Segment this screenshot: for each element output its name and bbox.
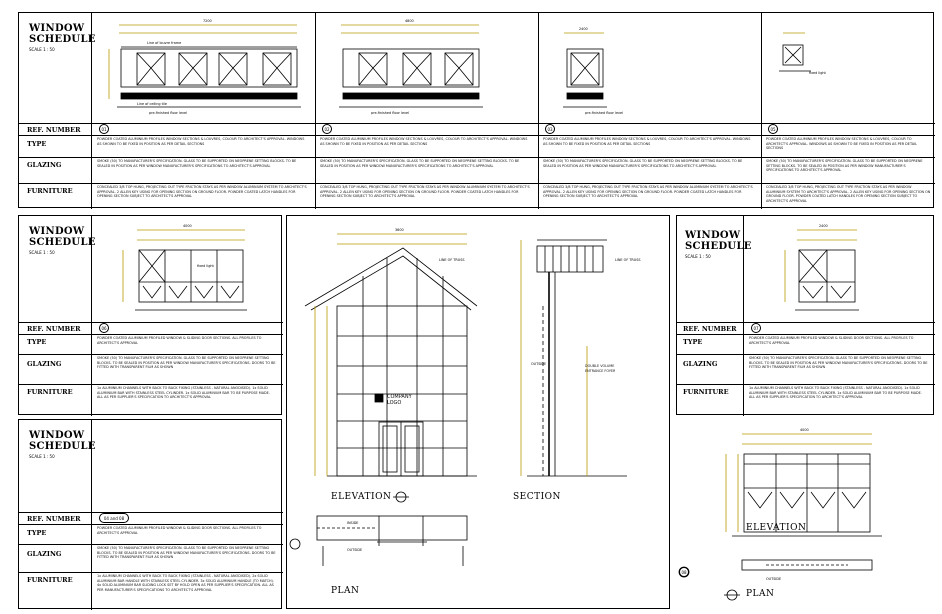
spec-text: CONCEALED 3/8 TOP HUNG, PROJECTING OUT T…	[543, 185, 753, 199]
row-label-type: TYPE	[27, 529, 47, 537]
plan-label: PLAN	[331, 586, 360, 596]
note-text: Line of ceiling tile	[137, 102, 167, 106]
spec-text: 1x ALUMINIUM CHANNELS WITH BACK TO BACK …	[749, 386, 922, 400]
spec-text: SMOKE (50) TO MANUFACTURER'S SPECIFICATI…	[766, 159, 923, 173]
entrance-drawing-panel: 3600 LINE OF TRUSS LINE OF TRUSS COMPANY…	[286, 215, 670, 609]
spec-text: POWDER COATED ALUMINIUM PROFILED WINDOW …	[97, 526, 262, 535]
note-text: fixed light	[197, 264, 214, 268]
dim-label: 4000	[800, 428, 809, 432]
spec-text: 1x ALUMINIUM CHANNELS WITH BACK TO BACK …	[97, 386, 270, 400]
spec-text: SMOKE (50) TO MANUFACTURER'S SPECIFICATI…	[320, 159, 520, 168]
row-label-furniture: FURNITURE	[27, 388, 73, 396]
row-label-furniture: FURNITURE	[683, 388, 729, 396]
note-text: Line of louvre frame	[147, 41, 182, 45]
ref-circle: 05	[768, 124, 778, 134]
elevation-label: ELEVATION	[331, 492, 392, 502]
dim-label: 4000	[183, 224, 192, 228]
note-text: INSIDE	[347, 521, 359, 525]
section-label: SECTION	[513, 492, 561, 502]
note-text: pre-finished floor level	[585, 111, 624, 115]
row-label-ref: REF. NUMBER	[27, 126, 81, 134]
window-elevation-04	[122, 229, 247, 311]
note-text: OUTSIDE	[766, 577, 782, 581]
spec-text: CONCEALED 3/8 TOP HUNG, PROJECTING OUT T…	[766, 185, 931, 203]
scale-label: SCALE 1 : 50	[29, 454, 55, 459]
spec-text: SMOKE (50) TO MANUFACTURER'S SPECIFICATI…	[97, 356, 276, 370]
note-text: pre-finished floor level	[149, 111, 188, 115]
spec-text: CONCEALED 3/8 TOP HUNG, PROJECTING OUT T…	[97, 185, 307, 199]
dim-label: 2400	[819, 224, 828, 228]
note-text: OUTSIDE	[347, 548, 363, 552]
ref-circle: 07	[751, 323, 761, 333]
spec-text: POWDER COATED ALUMINIUM PROFILED WINDOW …	[97, 336, 262, 345]
note-text: fixed light	[809, 71, 826, 75]
elevation-label: ELEVATION	[746, 523, 807, 533]
window-elevation-07	[784, 229, 859, 311]
dim-label: 4800	[405, 19, 414, 23]
spec-text: POWDER COATED ALUMINIUM PROFILES WINDOW …	[543, 137, 751, 146]
spec-text: POWDER COATED ALUMINIUM PROFILES WINDOW …	[766, 137, 917, 151]
row-label-furniture: FURNITURE	[27, 576, 73, 584]
ref-circle: 02	[322, 124, 332, 134]
row-label-furniture: FURNITURE	[27, 187, 73, 195]
spec-text: POWDER COATED ALUMINIUM PROFILED WINDOW …	[749, 336, 914, 345]
spec-text: CONCEALED 3/8 TOP HUNG, PROJECTING OUT T…	[320, 185, 530, 199]
spec-text: 1x ALUMINIUM CHANNELS WITH BACK TO BACK …	[97, 574, 274, 592]
spec-text: POWDER COATED ALUMINIUM PROFILES WINDOW …	[97, 137, 305, 146]
entrance-08-drawing	[678, 433, 882, 601]
spec-text: SMOKE (50) TO MANUFACTURER'S SPECIFICATI…	[97, 546, 276, 560]
row-label-type: TYPE	[27, 338, 47, 346]
note-text: LINE OF TRUSS	[439, 258, 465, 262]
row-label-glazing: GLAZING	[683, 360, 718, 368]
spec-text: SMOKE (50) TO MANUFACTURER'S SPECIFICATI…	[749, 356, 928, 370]
row-label-glazing: GLAZING	[27, 161, 62, 169]
spec-text: POWDER COATED ALUMINIUM PROFILES WINDOW …	[320, 137, 528, 146]
scale-label: SCALE 1 : 50	[29, 47, 55, 52]
dim-label: 2400	[579, 27, 588, 31]
plan-label: PLAN	[746, 589, 775, 599]
spec-text: SMOKE (50) TO MANUFACTURER'S SPECIFICATI…	[543, 159, 743, 168]
ref-circle: 08	[679, 567, 689, 577]
window-elevation-01	[108, 24, 811, 108]
scale-label: SCALE 1 : 50	[685, 254, 711, 259]
ref-circle: 01	[99, 124, 109, 134]
row-label-type: TYPE	[27, 140, 47, 148]
spec-text: SMOKE (50) TO MANUFACTURER'S SPECIFICATI…	[97, 159, 297, 168]
ref-circle: 04 and 08	[99, 513, 129, 523]
row-label-ref: REF. NUMBER	[27, 325, 81, 333]
row-label-glazing: GLAZING	[27, 360, 62, 368]
row-label-ref: REF. NUMBER	[683, 325, 737, 333]
ref-circle: 03	[545, 124, 555, 134]
row-label-glazing: GLAZING	[27, 550, 62, 558]
note-text: OUTSIDE	[531, 362, 547, 366]
note-text: pre-finished floor level	[371, 111, 410, 115]
row-label-ref: REF. NUMBER	[27, 515, 81, 523]
ref-circle: 06	[99, 323, 109, 333]
dim-label: 7200	[203, 19, 212, 23]
note-text: LINE OF TRUSS	[615, 258, 641, 262]
row-label-type: TYPE	[683, 338, 703, 346]
entrance-elevation	[289, 233, 627, 566]
dim-label: 3600	[395, 228, 404, 232]
scale-label: SCALE 1 : 50	[29, 250, 55, 255]
